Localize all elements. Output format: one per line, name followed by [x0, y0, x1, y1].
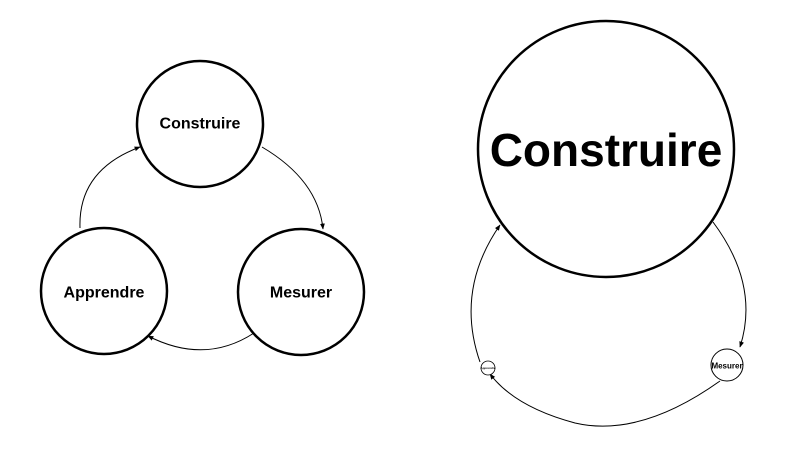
node-construire: Construire: [135, 59, 265, 189]
unbalanced-cycle-diagram: Construire Mesurer Apprendre: [470, 19, 747, 427]
balanced-cycle-diagram: Construire Mesurer Apprendre: [39, 59, 366, 357]
node-mesurer-small-circle: [710, 348, 744, 382]
node-mesurer-small-label: Mesurer: [711, 362, 742, 371]
arrow-mesurer-to-apprendre: [147, 332, 255, 351]
node-apprendre: Apprendre: [39, 226, 169, 356]
node-apprendre-tiny-circle: [480, 360, 496, 376]
arrow-apprendre-to-construire: [79, 146, 141, 229]
node-construire-large: Construire: [476, 19, 736, 279]
arrow-apprendre-to-construire-large: [470, 224, 501, 363]
node-construire-large-label: Construire: [490, 124, 723, 176]
node-mesurer-small: Mesurer: [710, 348, 744, 382]
arrow-construire-to-mesurer: [261, 146, 325, 230]
node-mesurer-label: Mesurer: [270, 285, 332, 302]
node-apprendre-tiny-label: Apprendre: [480, 366, 496, 370]
node-apprendre-circle: [39, 226, 169, 356]
node-mesurer: Mesurer: [236, 227, 366, 357]
arrow-mesurer-to-apprendre-large: [489, 373, 721, 427]
arrow-construire-to-mesurer-large: [712, 221, 747, 348]
node-mesurer-circle: [236, 227, 366, 357]
node-apprendre-label: Apprendre: [64, 285, 145, 302]
node-apprendre-tiny: Apprendre: [480, 360, 496, 376]
node-construire-label: Construire: [160, 116, 241, 133]
node-construire-large-circle: [476, 19, 736, 279]
node-construire-circle: [135, 59, 265, 189]
